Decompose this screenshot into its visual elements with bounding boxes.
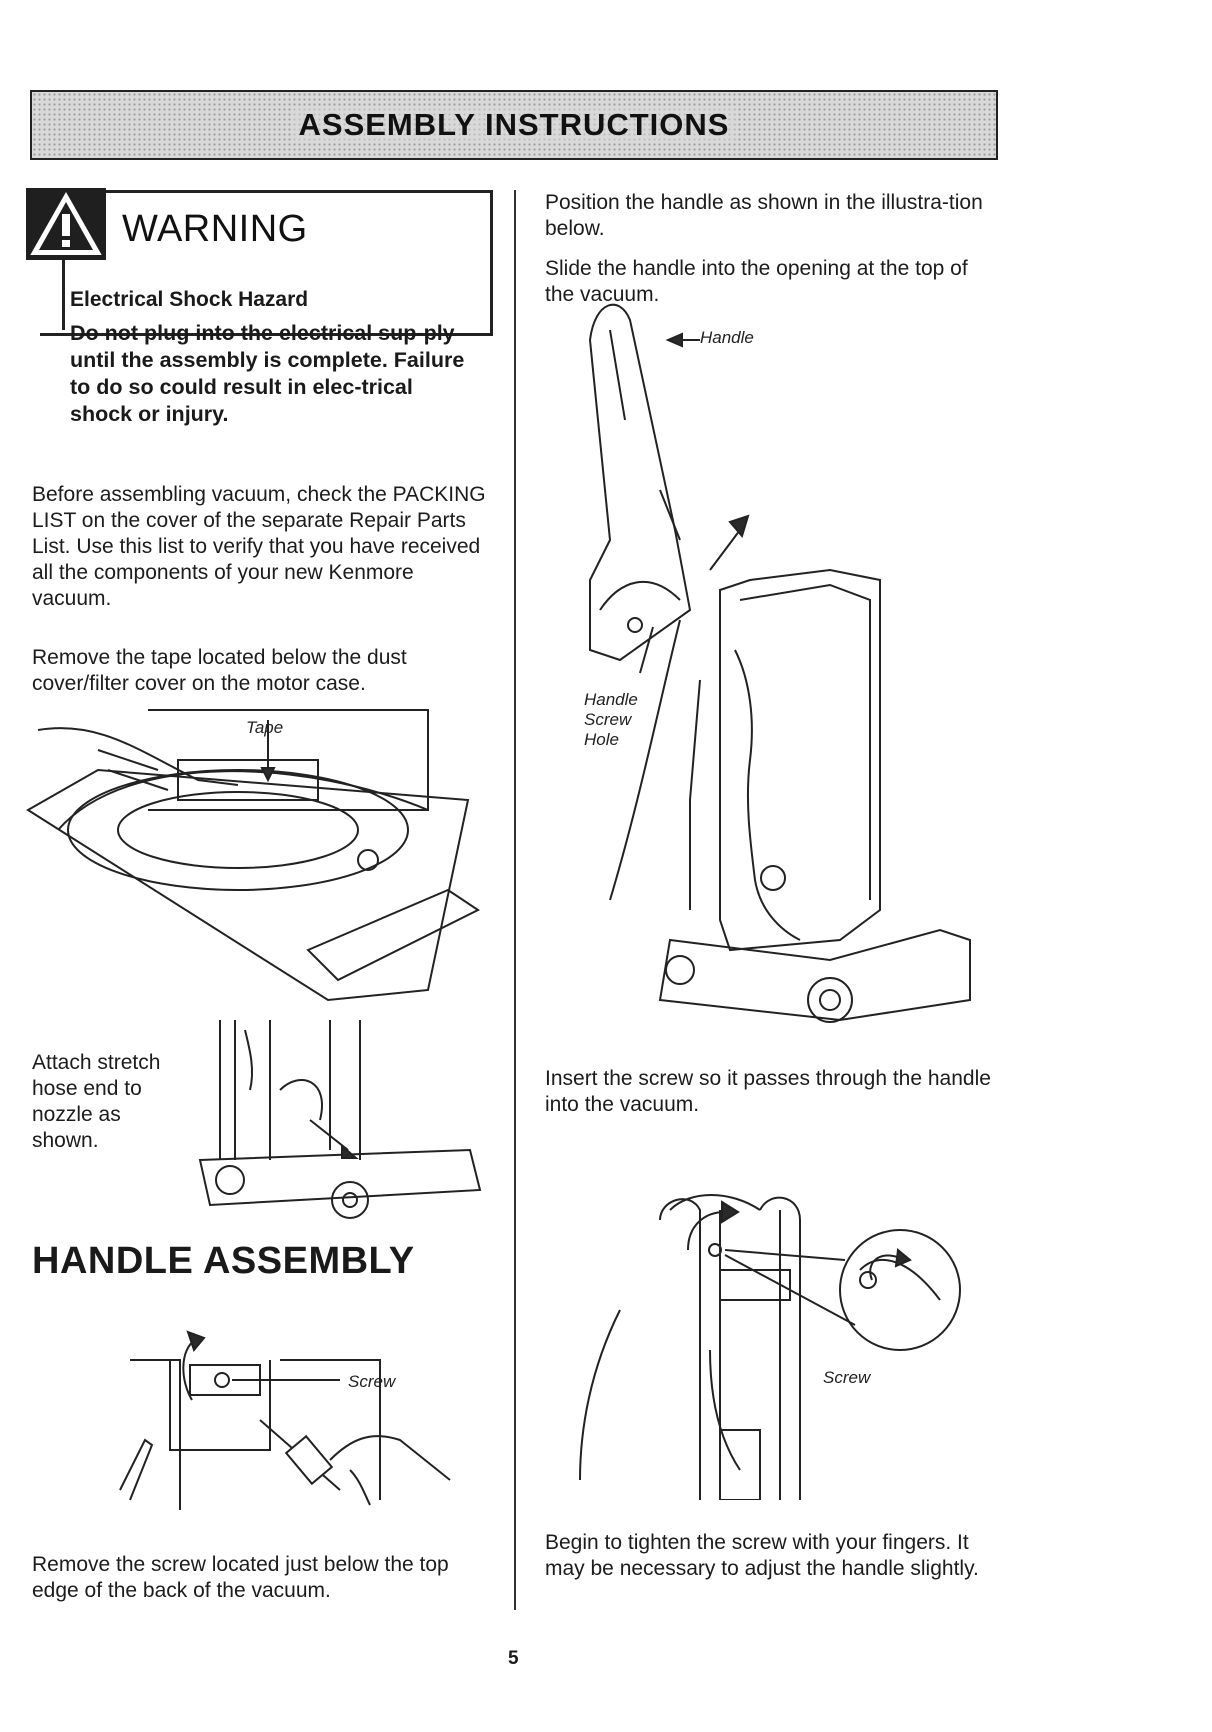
remove-screw-paragraph: Remove the screw located just below the … <box>32 1553 449 1602</box>
packing-list-paragraph: Before assembling vacuum, check the PACK… <box>32 483 486 610</box>
handle-assembly-heading: HANDLE ASSEMBLY <box>32 1240 415 1282</box>
handle-label: Handle <box>700 328 754 347</box>
header-banner: ASSEMBLY INSTRUCTIONS <box>30 90 998 160</box>
page-title: ASSEMBLY INSTRUCTIONS <box>292 107 736 143</box>
screw-removal-illustration <box>119 1330 451 1510</box>
slide-handle-paragraph: Slide the handle into the opening at the… <box>545 257 968 306</box>
warning-triangle-icon <box>30 191 102 255</box>
warning-subheading: Electrical Shock Hazard <box>70 288 309 311</box>
warning-heading: WARNING <box>122 208 308 250</box>
remove-tape-paragraph: Remove the tape located below the dust c… <box>32 646 407 695</box>
warning-icon-bg <box>26 188 106 260</box>
warning-box <box>40 190 493 336</box>
attach-hose-paragraph: Attach stretch hose end to nozzle as sho… <box>32 1051 161 1152</box>
screw-label-left: Screw <box>348 1372 396 1391</box>
screw-label-right: Screw <box>823 1368 871 1387</box>
handle-screw-hole-label: Handle Screw Hole <box>584 690 638 749</box>
tape-label: Tape <box>246 718 284 737</box>
screw-insertion-illustration <box>579 1194 961 1500</box>
column-divider <box>514 190 516 1610</box>
page-number: 5 <box>508 1648 519 1669</box>
warning-stripe <box>62 245 65 330</box>
handle-insertion-illustration <box>588 303 971 1023</box>
insert-screw-paragraph: Insert the screw so it passes through th… <box>545 1067 991 1116</box>
tape-removal-illustration <box>26 709 480 1002</box>
position-handle-paragraph: Position the handle as shown in the illu… <box>545 191 983 240</box>
warning-text: Do not plug into the electrical sup-ply … <box>70 321 465 426</box>
tighten-screw-paragraph: Begin to tighten the screw with your fin… <box>545 1531 979 1580</box>
hose-nozzle-illustration <box>198 1020 482 1219</box>
